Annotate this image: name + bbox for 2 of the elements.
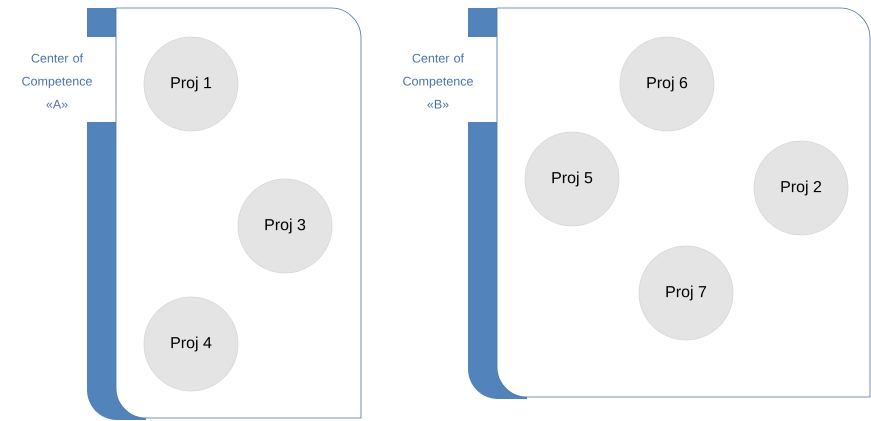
node-label: Center of Competence «A» (22, 53, 92, 109)
node-label: Center of Competence «B» (403, 53, 473, 109)
